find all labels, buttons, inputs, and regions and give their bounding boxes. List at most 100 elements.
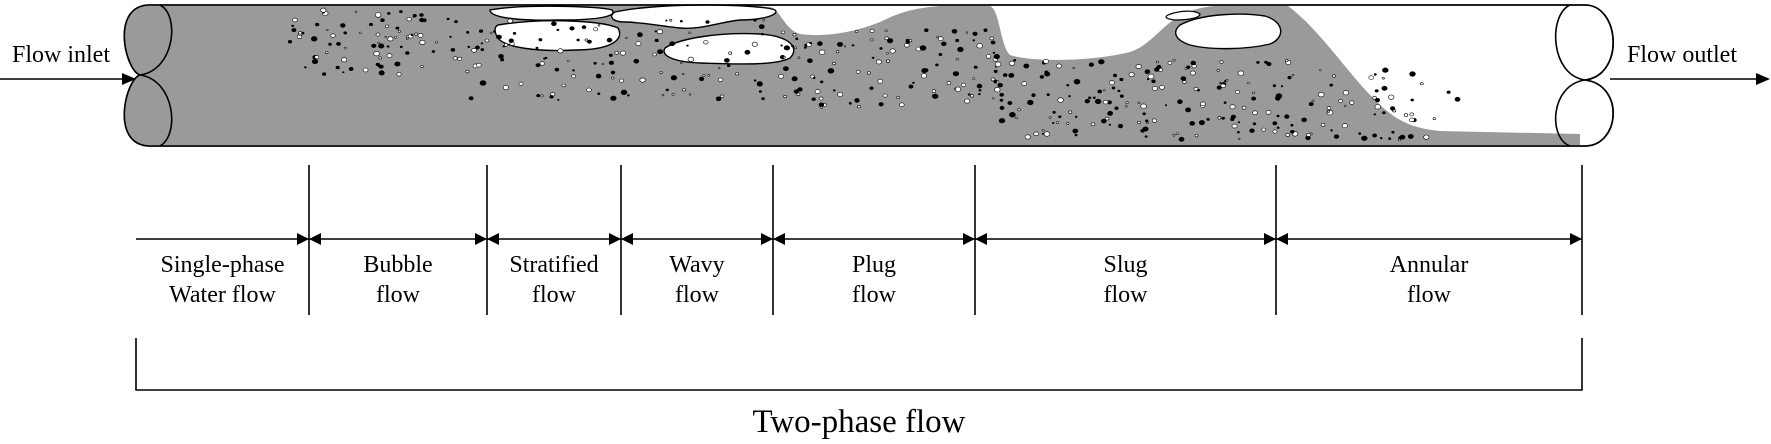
gas-bubble [843,45,847,48]
gas-bubble [832,61,836,65]
gas-bubble [1198,120,1205,126]
gas-bubble [320,7,327,13]
gas-bubble [620,50,626,56]
gas-bubble [1219,82,1222,85]
gas-bubble [386,53,393,59]
gas-bubble [1142,112,1146,116]
gas-bubble [1388,94,1395,100]
gas-bubble [1284,114,1290,119]
gas-bubble [336,42,341,46]
gas-bubble [512,32,517,35]
gas-bubble [1108,80,1115,86]
gas-bubble [386,45,390,48]
gas-bubble [1224,79,1227,83]
gas-bubble [1373,113,1377,116]
gas-bubble [967,93,971,96]
gas-bubble [610,70,616,75]
gas-bubble [1172,58,1176,62]
gas-pocket [663,32,795,65]
gas-bubble [1235,90,1240,94]
gas-bubble [450,48,456,52]
gas-bubble [1276,126,1280,129]
gas-bubble [434,40,439,44]
gas-bubble [378,43,385,49]
gas-bubble [1185,107,1191,113]
gas-bubble [399,10,403,14]
gas-bubble [476,62,482,68]
gas-bubble [608,53,613,57]
gas-bubble [780,44,783,47]
gas-bubble [1382,67,1389,73]
gas-bubble [378,56,383,60]
gas-bubble [452,56,458,61]
gas-bubble [1164,104,1168,107]
gas-bubble [394,61,401,67]
gas-bubble [905,38,910,43]
gas-bubble [1114,106,1119,110]
gas-bubble [1373,73,1377,76]
gas-bubble [912,81,915,84]
gas-bubble [992,97,995,100]
gas-bubble [1135,64,1142,70]
gas-bubble [997,82,1003,88]
gas-bubble [474,45,480,50]
gas-bubble [342,71,345,74]
gas-bubble [1251,96,1256,101]
gas-bubble [620,89,628,95]
gas-bubble [1403,113,1409,117]
gas-bubble [1276,114,1280,118]
gas-bubble [886,59,890,63]
gas-bubble [1008,60,1016,66]
gas-bubble [972,39,976,42]
gas-bubble [665,19,668,22]
gas-bubble [871,56,875,59]
gas-bubble [1420,82,1424,86]
gas-bubble [1374,104,1382,110]
gas-bubble [1358,132,1362,135]
gas-bubble [994,61,1002,67]
gas-bubble [1221,116,1225,120]
gas-bubble [311,59,319,65]
gas-bubble [688,93,692,96]
gas-bubble [993,79,998,84]
gas-bubble [1329,83,1333,87]
gas-bubble [941,41,947,46]
gas-bubble [762,19,766,22]
gas-bubble [287,39,293,44]
gas-bubble [304,66,307,69]
gas-bubble [322,72,327,76]
gas-bubble [985,54,992,59]
gas-bubble [384,35,387,38]
gas-bubble [399,45,403,49]
gas-bubble [378,70,385,76]
gas-bubble [751,41,758,47]
gas-bubble [976,83,983,89]
gas-bubble [354,10,358,13]
gas-bubble [827,68,835,74]
gas-bubble [1368,75,1374,80]
gas-bubble [567,59,570,62]
gas-bubble [1097,89,1103,94]
gas-bubble [593,61,597,65]
gas-bubble [419,13,424,17]
gas-bubble [735,72,740,76]
gas-bubble [1237,70,1245,76]
gas-bubble [328,42,332,46]
gas-bubble [884,29,888,32]
gas-bubble [1333,134,1340,139]
gas-bubble [1317,91,1325,98]
gas-bubble [809,41,813,45]
gas-bubble [783,95,787,99]
gas-bubble [419,17,425,23]
gas-bubble [1308,102,1314,107]
gas-bubble [1013,58,1017,62]
gas-bubble [493,30,496,33]
gas-bubble [454,20,458,24]
gas-bubble [1252,91,1255,95]
gas-bubble [687,56,695,63]
gas-bubble [1249,128,1255,133]
gas-bubble [1272,84,1277,88]
gas-bubble [466,31,470,34]
gas-bubble [876,59,882,65]
